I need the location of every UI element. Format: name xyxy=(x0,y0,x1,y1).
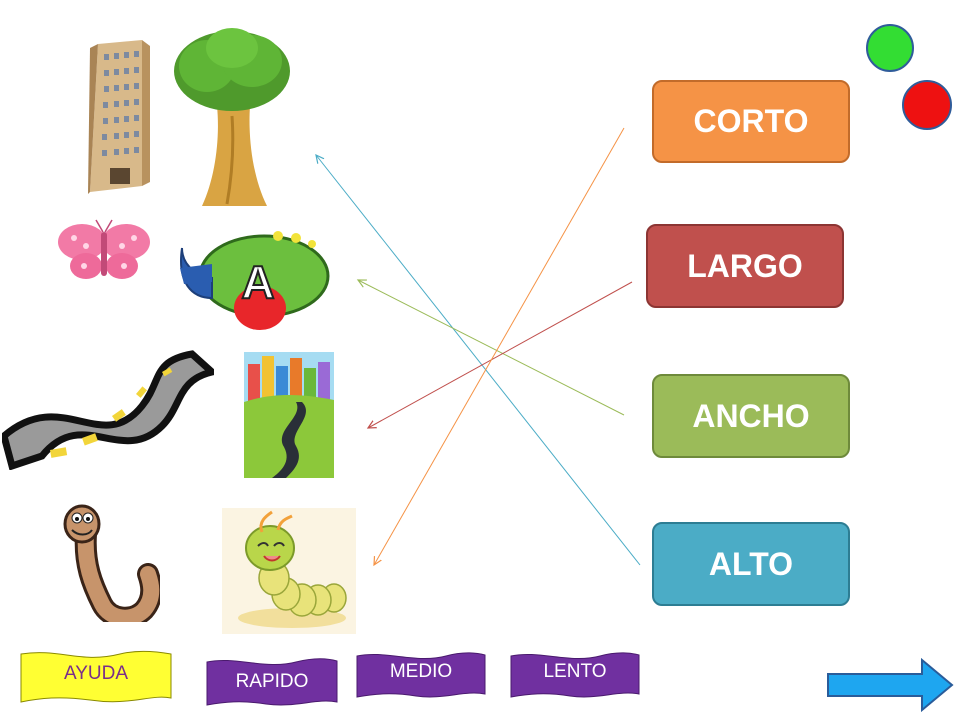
word-button-corto[interactable]: CORTO xyxy=(652,80,850,163)
word-label: CORTO xyxy=(693,103,809,139)
word-button-largo[interactable]: LARGO xyxy=(646,224,844,308)
help-label: AYUDA xyxy=(63,663,129,684)
worm-picture[interactable] xyxy=(62,504,163,629)
airplane-letter: A xyxy=(241,256,274,308)
help-button[interactable]: AYUDA xyxy=(20,648,172,706)
fast-button[interactable]: RAPIDO xyxy=(206,656,338,708)
airplane-picture[interactable]: A xyxy=(172,218,336,336)
word-button-ancho[interactable]: ANCHO xyxy=(652,374,850,458)
butterfly-picture[interactable] xyxy=(56,218,152,282)
word-label: ANCHO xyxy=(692,397,810,434)
connector-alto xyxy=(316,155,641,566)
arrow-right-icon xyxy=(827,657,954,713)
word-label: ALTO xyxy=(708,545,794,582)
winding-road-picture[interactable] xyxy=(0,346,220,471)
fast-label: RAPIDO xyxy=(235,671,309,692)
next-button[interactable] xyxy=(826,657,954,713)
medium-button[interactable]: MEDIO xyxy=(356,650,486,700)
connector-ancho xyxy=(358,280,625,416)
building-picture[interactable] xyxy=(80,36,160,196)
city-road-picture[interactable] xyxy=(244,352,334,478)
word-label: LARGO xyxy=(687,247,803,284)
slow-button[interactable]: LENTO xyxy=(510,650,640,700)
red-indicator[interactable] xyxy=(902,80,952,130)
green-indicator[interactable] xyxy=(866,24,914,72)
tree-picture[interactable] xyxy=(172,26,292,212)
caterpillar-picture[interactable] xyxy=(222,508,356,634)
medium-label: MEDIO xyxy=(389,661,453,682)
connector-corto xyxy=(374,127,625,565)
slow-label: LENTO xyxy=(543,661,607,682)
connector-largo xyxy=(368,281,633,428)
word-button-alto[interactable]: ALTO xyxy=(652,522,850,606)
